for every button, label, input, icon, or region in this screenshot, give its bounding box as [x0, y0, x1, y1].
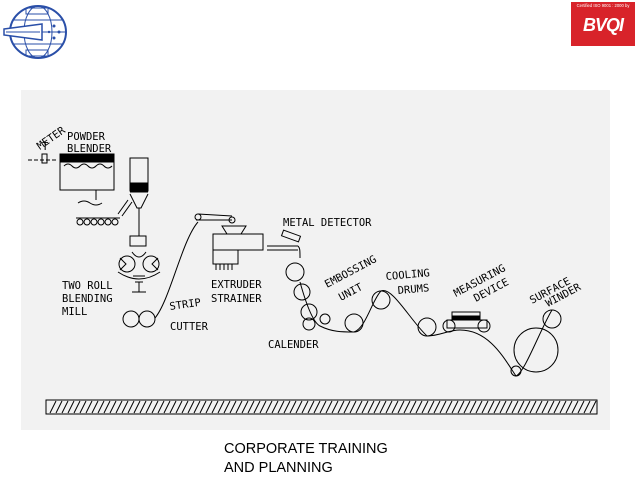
diagram-labels: METER T POWDER BLENDER TWO ROLL BLENDING… — [35, 124, 584, 351]
process-diagram-panel: METER T POWDER BLENDER TWO ROLL BLENDING… — [21, 90, 610, 430]
label-blender: BLENDER — [67, 143, 112, 155]
label-strainer: STRAINER — [211, 293, 262, 305]
brand-name: BVQI — [582, 15, 624, 35]
label-mill: MILL — [62, 306, 87, 318]
label-drums: DRUMS — [397, 282, 430, 297]
cooling-drums-icon — [371, 290, 437, 337]
footer-line-2: AND PLANNING — [224, 460, 333, 476]
ground-floor-hatch — [45, 399, 598, 415]
label-meter: METER — [35, 124, 68, 152]
certification-text: Certified ISO 9001 : 2000 by — [576, 3, 630, 8]
embossing-unit-icon — [319, 313, 364, 333]
strip-cutter-rollers-icon — [122, 310, 156, 328]
label-powder: POWDER — [67, 131, 106, 143]
brand-globe-logo-icon — [3, 5, 67, 59]
label-cooling: COOLING — [385, 267, 430, 283]
feed-conveyor-belt — [196, 213, 233, 221]
measuring-device-icon — [442, 311, 491, 333]
web-path-line — [299, 281, 553, 377]
label-blending: BLENDING — [62, 293, 113, 305]
two-roll-mill-icon — [117, 235, 161, 293]
label-meter-mark: T — [42, 141, 49, 153]
label-calender: CALENDER — [268, 339, 319, 351]
footer-caption: CORPORATE TRAINING AND PLANNING — [224, 440, 388, 478]
feed-conveyor-line — [154, 221, 199, 319]
label-metal-detector: METAL DETECTOR — [283, 217, 372, 229]
powder-blender-icon — [59, 153, 115, 206]
meter-icon — [28, 153, 58, 164]
hopper-icon — [129, 157, 149, 236]
label-strip: STRIP — [169, 297, 202, 313]
label-embossing-unit: UNIT — [337, 281, 366, 304]
footer-line-1: CORPORATE TRAINING — [224, 441, 388, 457]
process-flow-diagram: METER T POWDER BLENDER TWO ROLL BLENDING… — [28, 124, 598, 415]
label-cutter: CUTTER — [170, 321, 209, 333]
label-two-roll: TWO ROLL — [62, 280, 113, 292]
conveyor-icon — [76, 199, 133, 226]
metal-detector-icon — [267, 229, 302, 251]
label-extruder: EXTRUDER — [211, 279, 262, 291]
certification-logo: Certified ISO 9001 : 2000 by BVQI — [571, 2, 635, 46]
extruder-strainer-icon — [212, 225, 264, 270]
calender-rolls-icon — [285, 262, 318, 331]
